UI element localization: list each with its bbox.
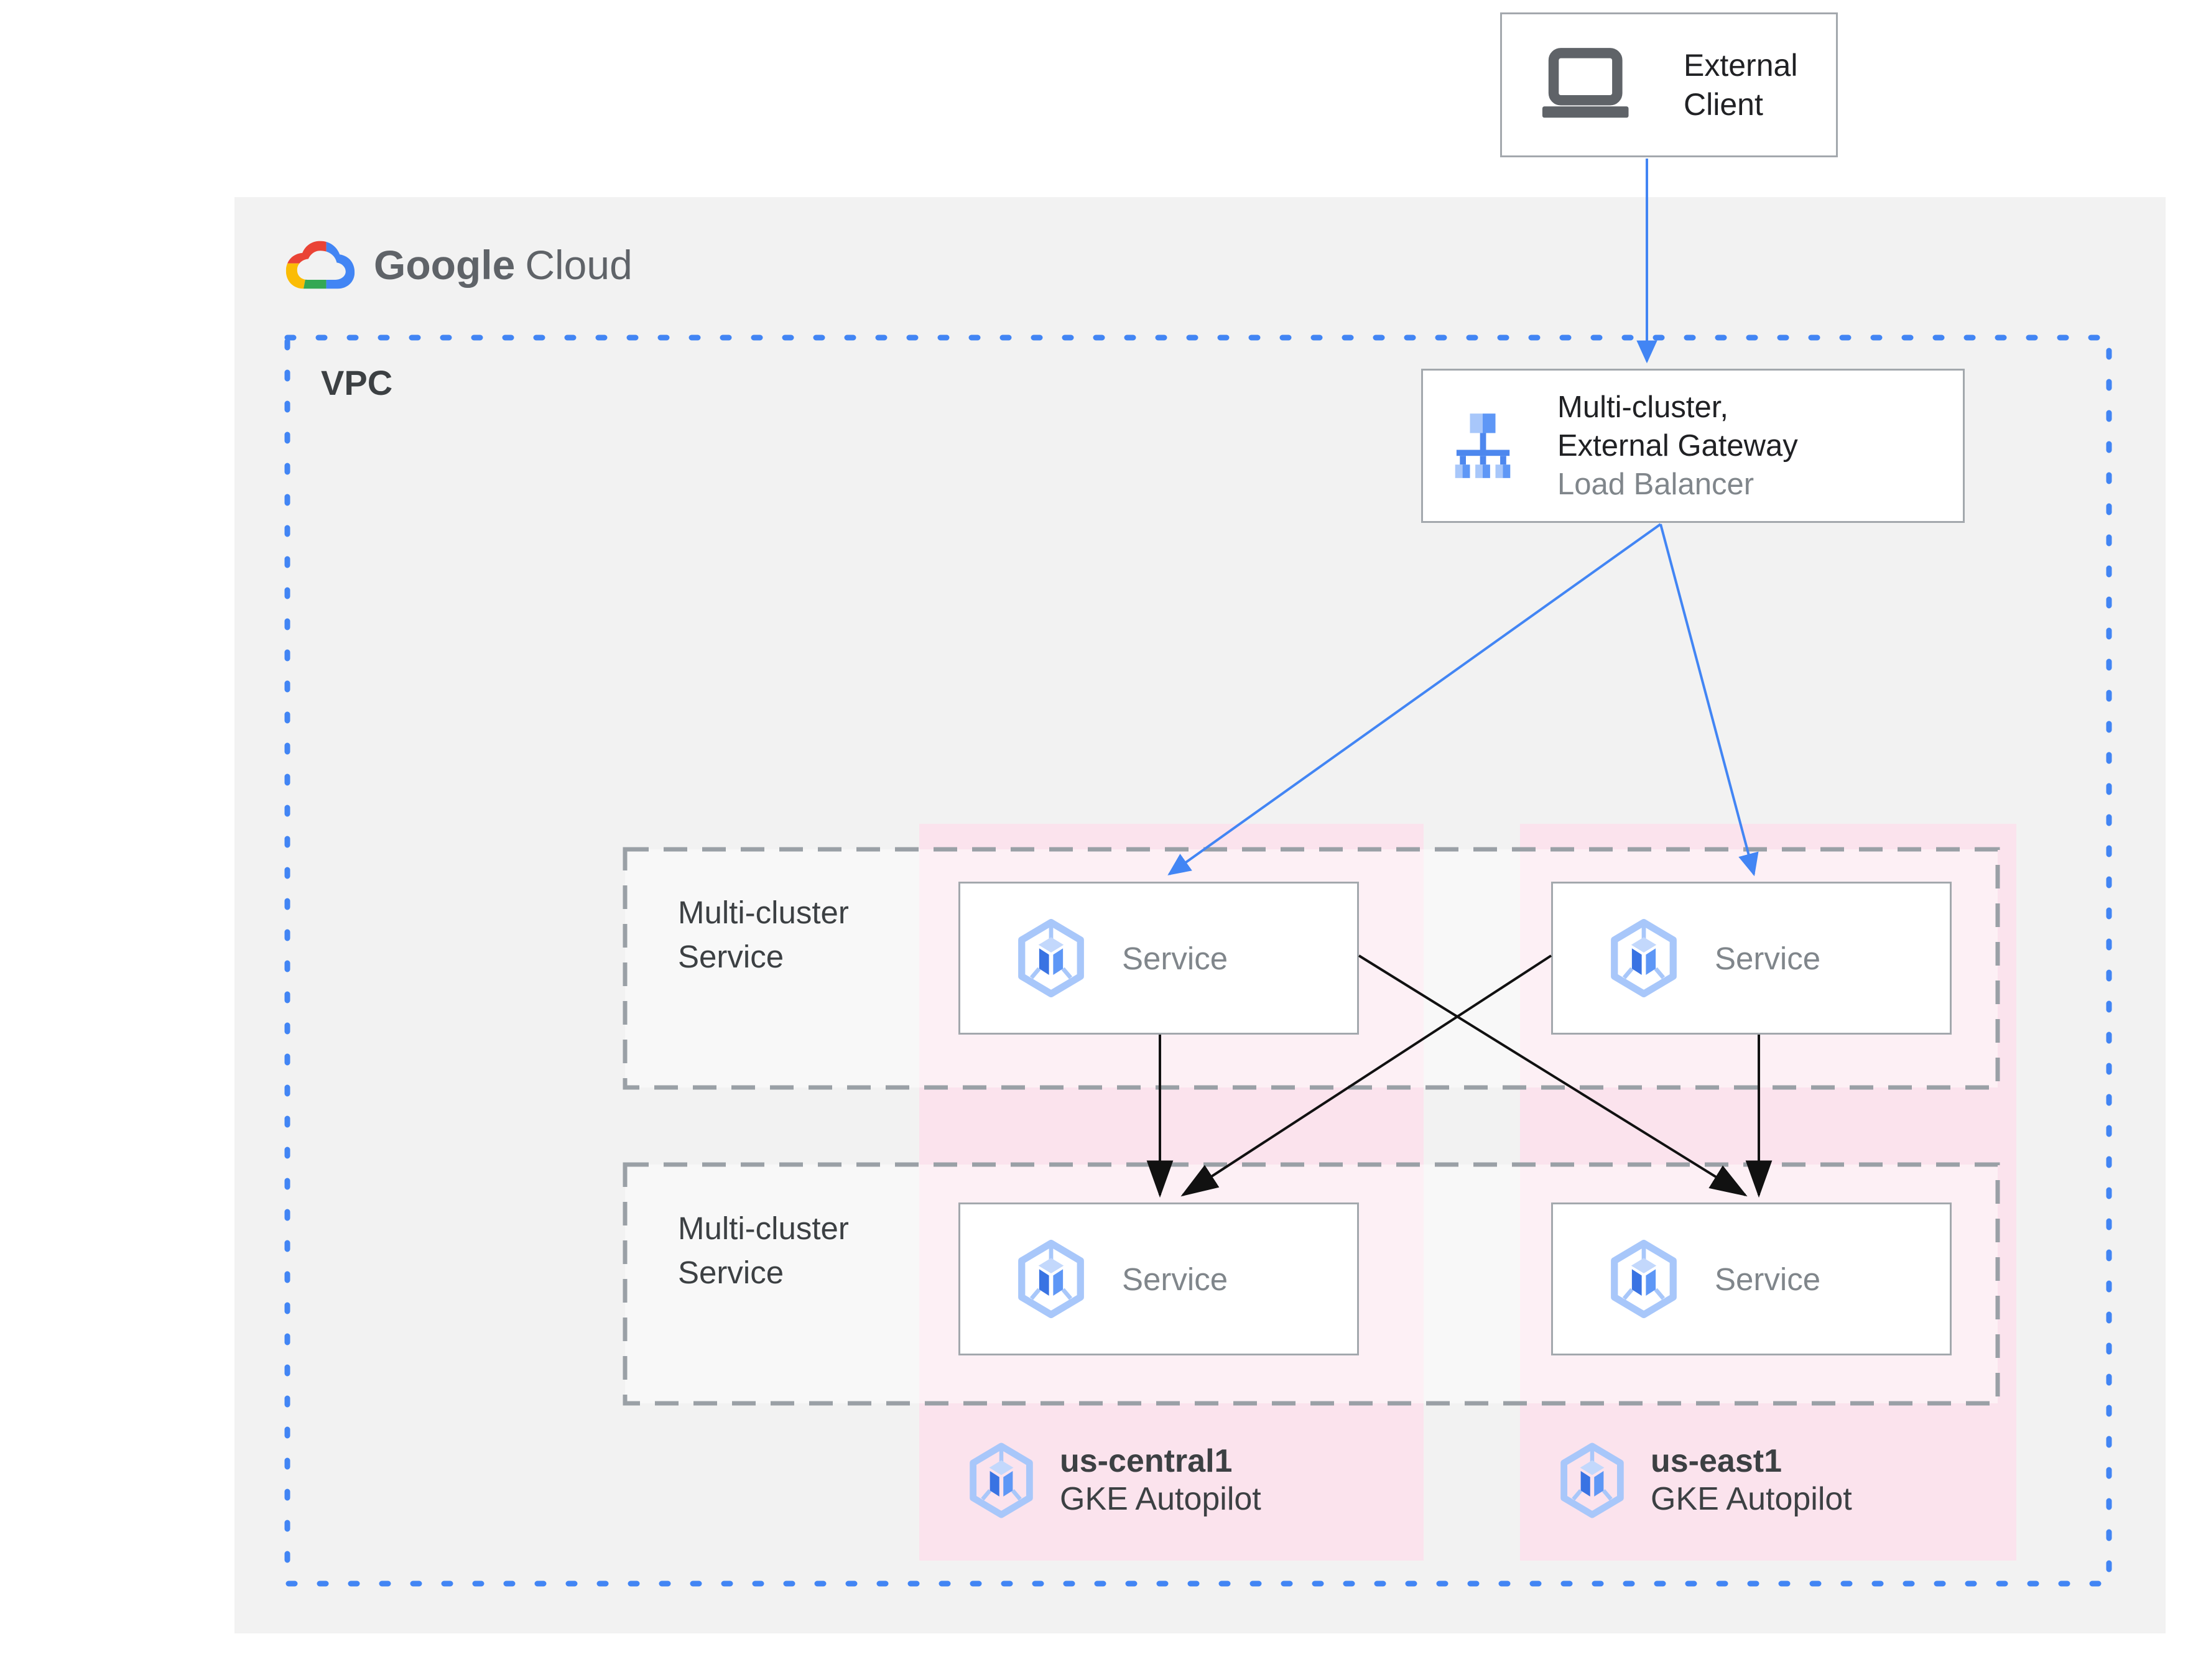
cluster-region-name: us-central1 bbox=[1060, 1443, 1233, 1479]
cluster-caption-us-east1: us-east1 GKE Autopilot bbox=[1559, 1441, 1852, 1520]
load-balancer-subtitle: Load Balancer bbox=[1557, 468, 1754, 501]
gke-service-icon bbox=[1611, 1240, 1677, 1318]
row2-service-left: Service bbox=[958, 1202, 1359, 1355]
service-label: Service bbox=[1715, 1261, 1821, 1297]
multi-cluster-service-row1-label: Multi-cluster Service bbox=[678, 895, 849, 974]
gke-cluster-icon bbox=[1560, 1442, 1624, 1518]
external-client-node: External Client bbox=[1500, 12, 1838, 157]
gke-service-icon bbox=[1018, 919, 1084, 997]
service-label: Service bbox=[1122, 940, 1228, 976]
row1-service-right: Service bbox=[1551, 882, 1952, 1035]
gke-service-icon bbox=[1611, 919, 1677, 997]
cluster-caption-us-central1: us-central1 GKE Autopilot bbox=[968, 1441, 1261, 1520]
brand-cloud: Cloud bbox=[525, 242, 633, 288]
cluster-region-name: us-east1 bbox=[1651, 1443, 1782, 1479]
external-client-label: External Client bbox=[1684, 47, 1798, 122]
multi-cluster-service-row2-label: Multi-cluster Service bbox=[678, 1211, 849, 1290]
vpc-label: VPC bbox=[321, 363, 393, 402]
load-balancer-node: Multi-cluster, External Gateway Load Bal… bbox=[1421, 369, 1965, 523]
cluster-platform: GKE Autopilot bbox=[1060, 1481, 1261, 1517]
vpc-dotted-border bbox=[284, 335, 2112, 1587]
row1-service-left: Service bbox=[958, 882, 1359, 1035]
load-balancer-icon bbox=[1455, 413, 1511, 478]
brand-google: Google bbox=[374, 242, 516, 288]
cluster-platform: GKE Autopilot bbox=[1651, 1481, 1852, 1517]
row2-service-right: Service bbox=[1551, 1202, 1952, 1355]
load-balancer-label: Multi-cluster, External Gateway Load Bal… bbox=[1557, 388, 1798, 504]
service-label: Service bbox=[1122, 1261, 1228, 1297]
gke-service-icon bbox=[1018, 1240, 1084, 1318]
service-label: Service bbox=[1715, 940, 1821, 976]
laptop-icon bbox=[1542, 48, 1629, 118]
google-cloud-icon bbox=[285, 241, 355, 289]
gke-cluster-icon bbox=[970, 1442, 1033, 1518]
